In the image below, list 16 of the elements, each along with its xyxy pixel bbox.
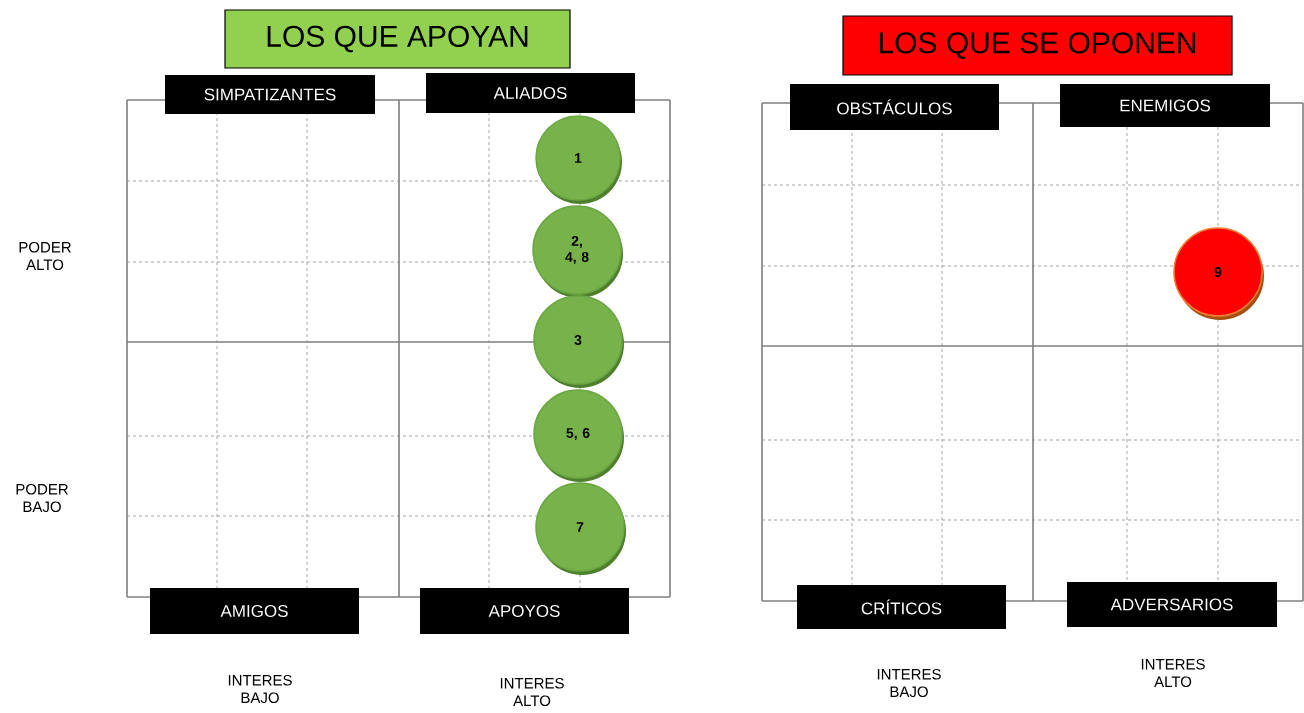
axis-label: PODER BAJO <box>16 483 68 513</box>
axis-label: INTERES ALTO <box>1141 658 1205 688</box>
category-box: AMIGOS <box>150 588 359 634</box>
category-box: CRÍTICOS <box>797 585 1006 629</box>
category-box: ENEMIGOS <box>1060 84 1270 127</box>
category-box: ADVERSARIOS <box>1067 582 1277 627</box>
category-box: SIMPATIZANTES <box>165 75 375 114</box>
category-box: APOYOS <box>420 588 629 634</box>
category-box: ALIADOS <box>426 73 635 113</box>
axis-label: PODER ALTO <box>19 241 71 271</box>
axis-label: INTERES ALTO <box>500 677 564 707</box>
heading-box: LOS QUE APOYAN <box>224 9 571 69</box>
axis-label: INTERES BAJO <box>228 674 292 704</box>
category-box: OBSTÁCULOS <box>790 84 999 130</box>
axis-label: INTERES BAJO <box>877 668 941 698</box>
heading-box: LOS QUE SE OPONEN <box>842 15 1233 76</box>
